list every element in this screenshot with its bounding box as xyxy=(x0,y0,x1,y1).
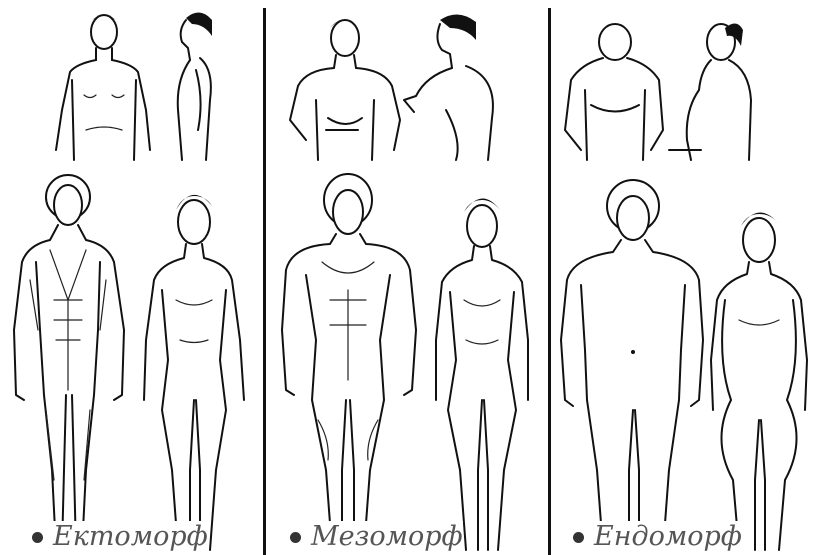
panel-caption: Ектоморф xyxy=(32,521,208,553)
panel-endomorph: Ендоморф xyxy=(551,0,814,555)
mesomorph-figures xyxy=(266,0,547,555)
mesomorph-front-portrait xyxy=(290,20,400,160)
ectomorph-male-figure xyxy=(14,175,124,550)
bullet-icon xyxy=(32,532,43,543)
endomorph-side-portrait xyxy=(669,23,751,160)
endomorph-female-figure xyxy=(711,212,807,550)
endomorph-male-figure xyxy=(561,180,703,550)
caption-label: Ендоморф xyxy=(594,521,742,553)
ectomorph-female-figure xyxy=(144,195,244,550)
panel-caption: Мезоморф xyxy=(290,521,463,553)
mesomorph-side-portrait xyxy=(404,14,493,160)
ectomorph-side-portrait xyxy=(178,12,212,160)
ectomorph-figures xyxy=(0,0,262,555)
endomorph-front-portrait xyxy=(565,24,663,160)
mesomorph-female-figure xyxy=(436,198,528,550)
bullet-icon xyxy=(290,532,301,543)
panel-ectomorph: Ектоморф xyxy=(0,0,262,555)
mesomorph-male-figure xyxy=(282,174,416,550)
caption-label: Ектоморф xyxy=(53,521,208,553)
panel-mesomorph: Мезоморф xyxy=(266,0,547,555)
bullet-icon xyxy=(573,532,584,543)
caption-label: Мезоморф xyxy=(311,521,463,553)
endomorph-figures xyxy=(551,0,814,555)
panel-caption: Ендоморф xyxy=(573,521,742,553)
ectomorph-front-portrait xyxy=(56,15,150,160)
